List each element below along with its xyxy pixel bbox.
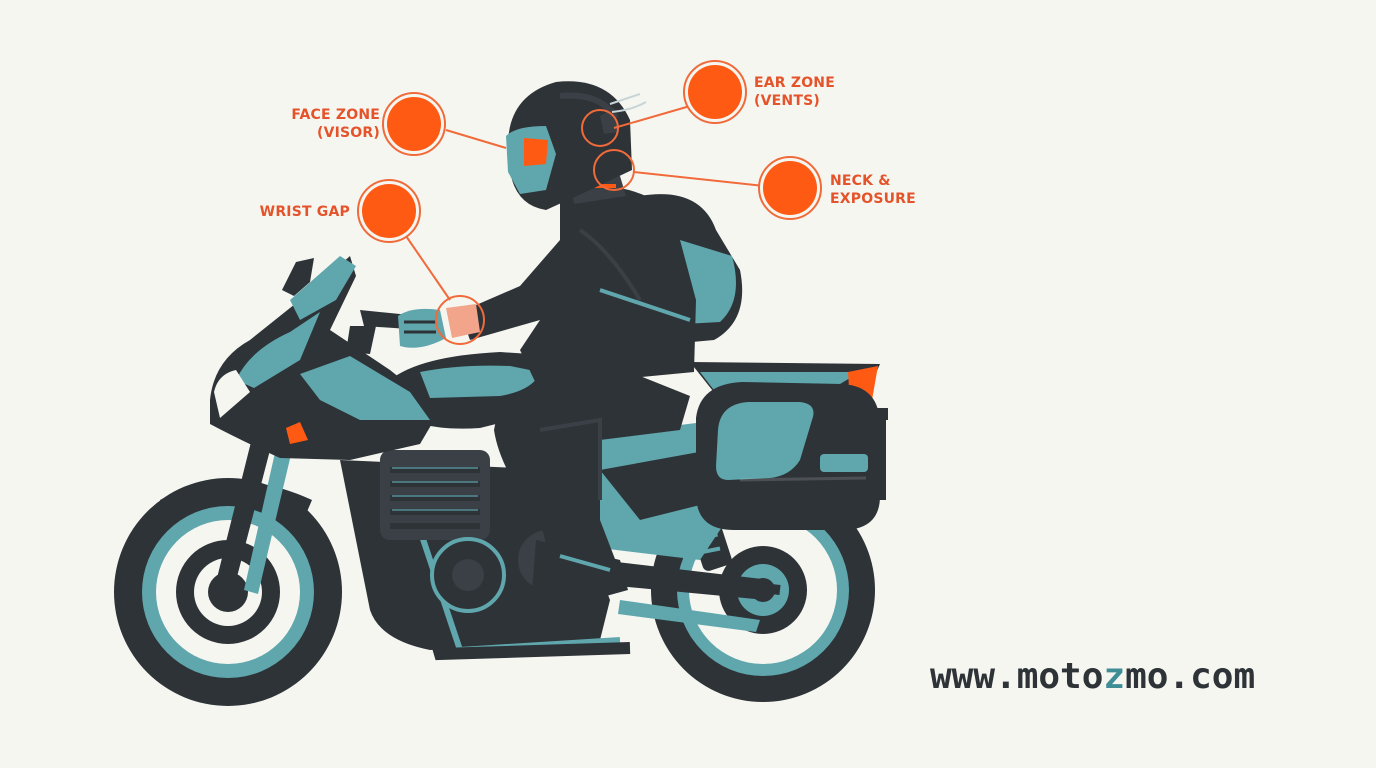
rider-torso (520, 186, 696, 392)
wrist-gap-line1: WRIST GAP (259, 204, 350, 220)
url-accent-letter: z (1103, 656, 1126, 697)
neck-zone-line2: EXPOSURE (830, 191, 916, 207)
ear-zone-line1: EAR ZONE (754, 75, 835, 91)
face-zone-label: FACE ZONE (VISOR) (270, 106, 380, 142)
rider-arm (398, 240, 600, 348)
callout-targets (435, 109, 635, 345)
callout-dots (357, 60, 822, 243)
wrist-gap-label: WRIST GAP (240, 203, 350, 221)
callout-lines (405, 105, 765, 301)
face-zone-line1: FACE ZONE (291, 107, 380, 123)
helmet (506, 81, 647, 210)
ear-zone-label: EAR ZONE (VENTS) (754, 74, 864, 110)
ear-zone-line2: (VENTS) (754, 93, 820, 109)
url-suffix: mo.com (1125, 656, 1256, 697)
website-url: www.motozmo.com (930, 656, 1255, 697)
pannier (696, 382, 880, 530)
rider-leg (494, 375, 690, 612)
front-fairing (210, 256, 440, 460)
neck-zone-line1: NECK & (830, 173, 891, 189)
url-prefix: www.moto (930, 656, 1104, 697)
neck-zone-label: NECK & EXPOSURE (830, 172, 950, 208)
face-zone-line2: (VISOR) (316, 125, 380, 141)
